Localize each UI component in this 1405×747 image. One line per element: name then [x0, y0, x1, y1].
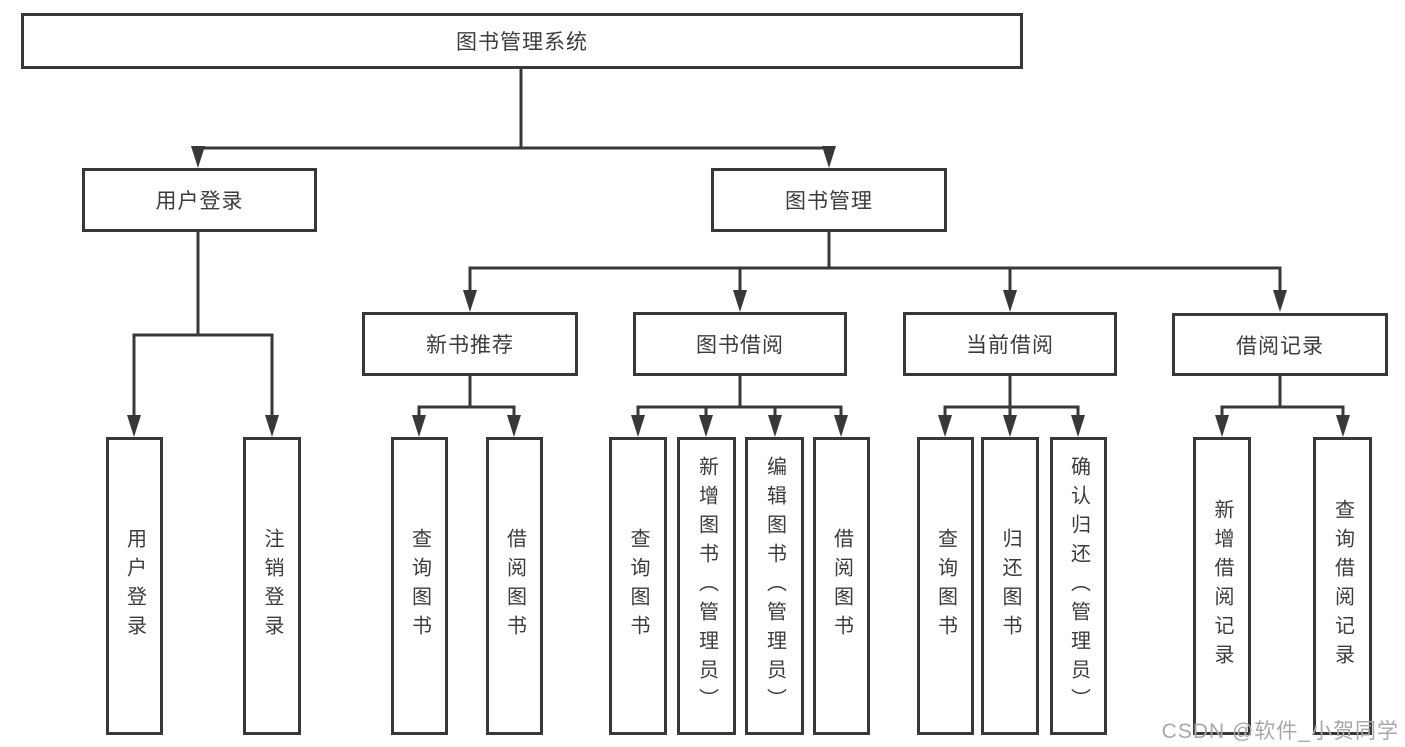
leaf-label: 查询图书 [934, 528, 957, 644]
leaf-label: 借阅图书 [830, 528, 853, 644]
leaf-label: 归还图书 [999, 528, 1021, 644]
leaf-query-books-borrow: 查询图书 [609, 437, 667, 735]
leaf-label: 新增图书（管理员） [695, 455, 718, 717]
node-borrow-records: 借阅记录 [1172, 313, 1388, 376]
leaf-add-borrow-record: 新增借阅记录 [1193, 437, 1251, 735]
leaf-label: 借阅图书 [503, 528, 526, 644]
node-book-borrow: 图书借阅 [633, 312, 847, 376]
node-user-login: 用户登录 [82, 168, 317, 232]
leaf-query-borrow-record: 查询借阅记录 [1313, 437, 1372, 735]
leaf-query-books-recommend: 查询图书 [391, 437, 448, 735]
leaf-label: 确认归还（管理员） [1067, 455, 1090, 717]
leaf-label: 查询借阅记录 [1331, 499, 1354, 673]
node-label: 当前借阅 [966, 334, 1054, 357]
leaf-label: 注销登录 [261, 528, 283, 644]
node-book-management: 图书管理 [711, 168, 947, 232]
node-label: 图书借阅 [696, 334, 784, 357]
leaf-edit-book-admin: 编辑图书（管理员） [745, 437, 804, 735]
node-label: 图书管理 [785, 190, 873, 213]
node-label: 借阅记录 [1236, 334, 1324, 358]
arrowheads [127, 146, 1350, 437]
leaf-label: 用户登录 [123, 528, 146, 644]
node-current-borrow: 当前借阅 [903, 312, 1117, 376]
node-label: 新书推荐 [426, 334, 514, 357]
leaf-return-book: 归还图书 [981, 437, 1039, 735]
leaf-label: 查询图书 [627, 528, 649, 644]
leaf-add-book-admin: 新增图书（管理员） [677, 437, 736, 735]
leaf-query-books-current: 查询图书 [917, 437, 974, 735]
leaf-label: 编辑图书（管理员） [763, 455, 786, 717]
leaf-label: 查询图书 [408, 528, 431, 644]
leaf-borrow-book: 借阅图书 [813, 437, 870, 735]
node-root-system: 图书管理系统 [21, 13, 1023, 69]
node-new-book-recommend: 新书推荐 [362, 312, 578, 376]
node-label: 图书管理系统 [456, 31, 588, 54]
leaf-user-login: 用户登录 [106, 437, 163, 735]
leaf-logout: 注销登录 [243, 437, 301, 735]
leaf-borrow-books-recommend: 借阅图书 [486, 437, 543, 735]
node-label: 用户登录 [155, 190, 244, 213]
leaf-confirm-return-admin: 确认归还（管理员） [1050, 437, 1107, 735]
csdn-watermark: CSDN @软件_小贺同学 [1161, 720, 1399, 743]
leaf-label: 新增借阅记录 [1211, 499, 1233, 673]
